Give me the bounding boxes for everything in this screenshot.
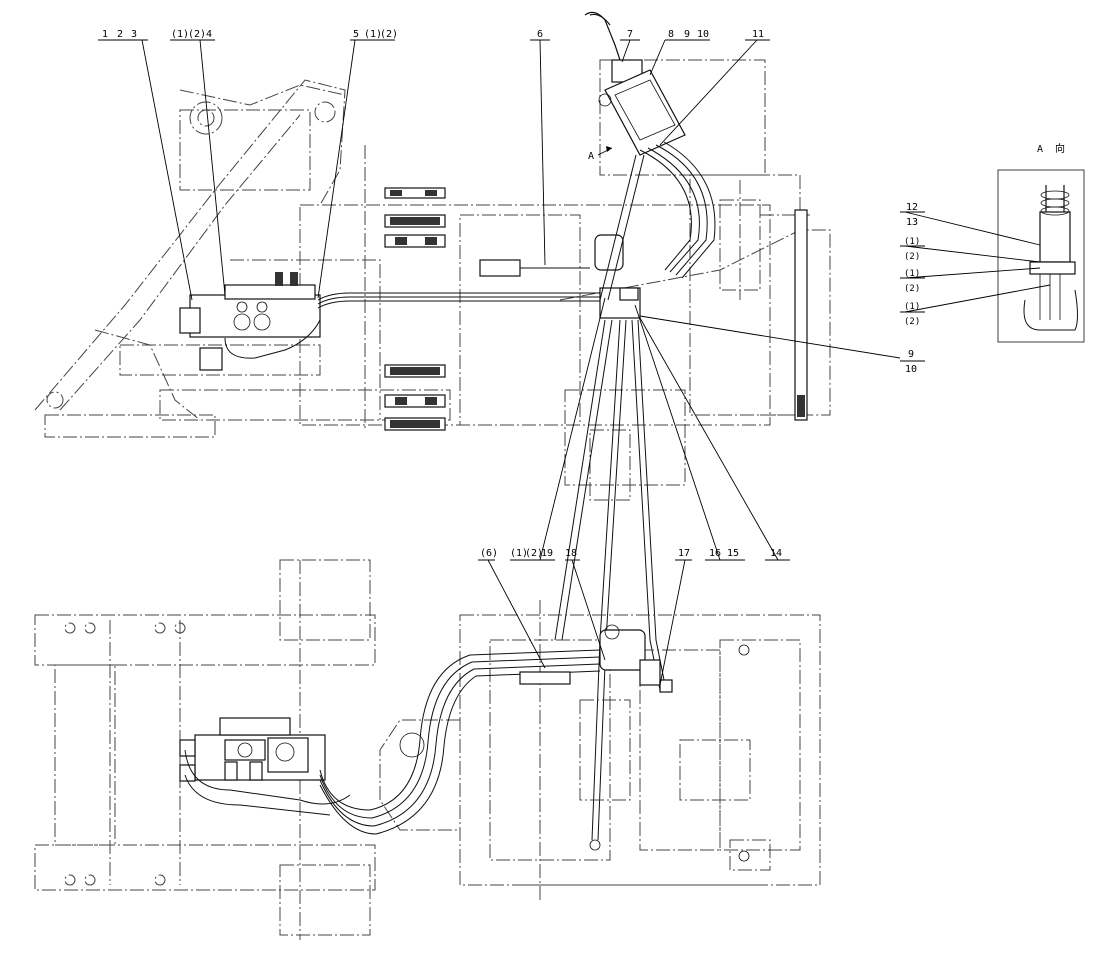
control-valve-block-bottom: [179, 717, 351, 816]
callout-3: 3: [131, 29, 137, 40]
view-a-callout-13: 13: [906, 217, 918, 228]
view-a-callout-1a: (1): [904, 237, 920, 247]
callout-2-paren: (2): [188, 29, 206, 40]
callout-2: 2: [117, 29, 123, 40]
view-a-letter: A: [1037, 144, 1043, 155]
view-a-callout-1c: (1): [904, 302, 920, 312]
control-valve-block-top: [179, 272, 321, 371]
bottom-frame-outline: [34, 559, 821, 940]
view-a-callout-2b: (2): [904, 284, 920, 294]
callout-18: 18: [565, 548, 577, 559]
callout-5: 5: [353, 29, 359, 40]
callout-7: 7: [627, 29, 633, 40]
top-frame-clamps: [384, 187, 808, 431]
callout-4: 4: [206, 29, 212, 40]
view-a-inset: [997, 169, 1085, 343]
callout-6: 6: [537, 29, 543, 40]
callout-labels: 1 2 3 (1) (2) 4 5 (1) (2) 6 7 8 9 10 11 …: [102, 29, 1065, 559]
view-a-callout-1b: (1): [904, 269, 920, 279]
top-frame-outline: [34, 59, 831, 501]
top-hose-run: [317, 234, 641, 319]
bottom-hose-bundle: [319, 624, 673, 835]
callout-14: 14: [770, 548, 782, 559]
callout-1-paren-b: (1): [364, 29, 382, 40]
callout-8: 8: [668, 29, 674, 40]
view-a-callout-2c: (2): [904, 317, 920, 327]
callout-6-paren: (6): [480, 548, 498, 559]
callout-1-paren: (1): [171, 29, 189, 40]
callout-9: 9: [684, 29, 690, 40]
view-a-arrow: 向: [1055, 142, 1065, 155]
callout-10: 10: [697, 29, 709, 40]
callout-19: 19: [541, 548, 553, 559]
callout-11: 11: [752, 29, 764, 40]
callout-right-10: 10: [905, 364, 917, 375]
view-a-callout-12: 12: [906, 202, 918, 213]
view-marker-a: A: [588, 151, 594, 162]
callout-15: 15: [727, 548, 739, 559]
callout-2-paren-mid: (2): [525, 548, 543, 559]
callout-16: 16: [709, 548, 721, 559]
callout-1-paren-mid: (1): [510, 548, 528, 559]
callout-17: 17: [678, 548, 690, 559]
view-a-callout-2a: (2): [904, 252, 920, 262]
callout-1: 1: [102, 29, 108, 40]
callout-2-paren-b: (2): [380, 29, 398, 40]
pilot-joystick: [584, 11, 716, 301]
leader-lines: [98, 39, 1051, 686]
callout-right-9: 9: [908, 349, 914, 360]
